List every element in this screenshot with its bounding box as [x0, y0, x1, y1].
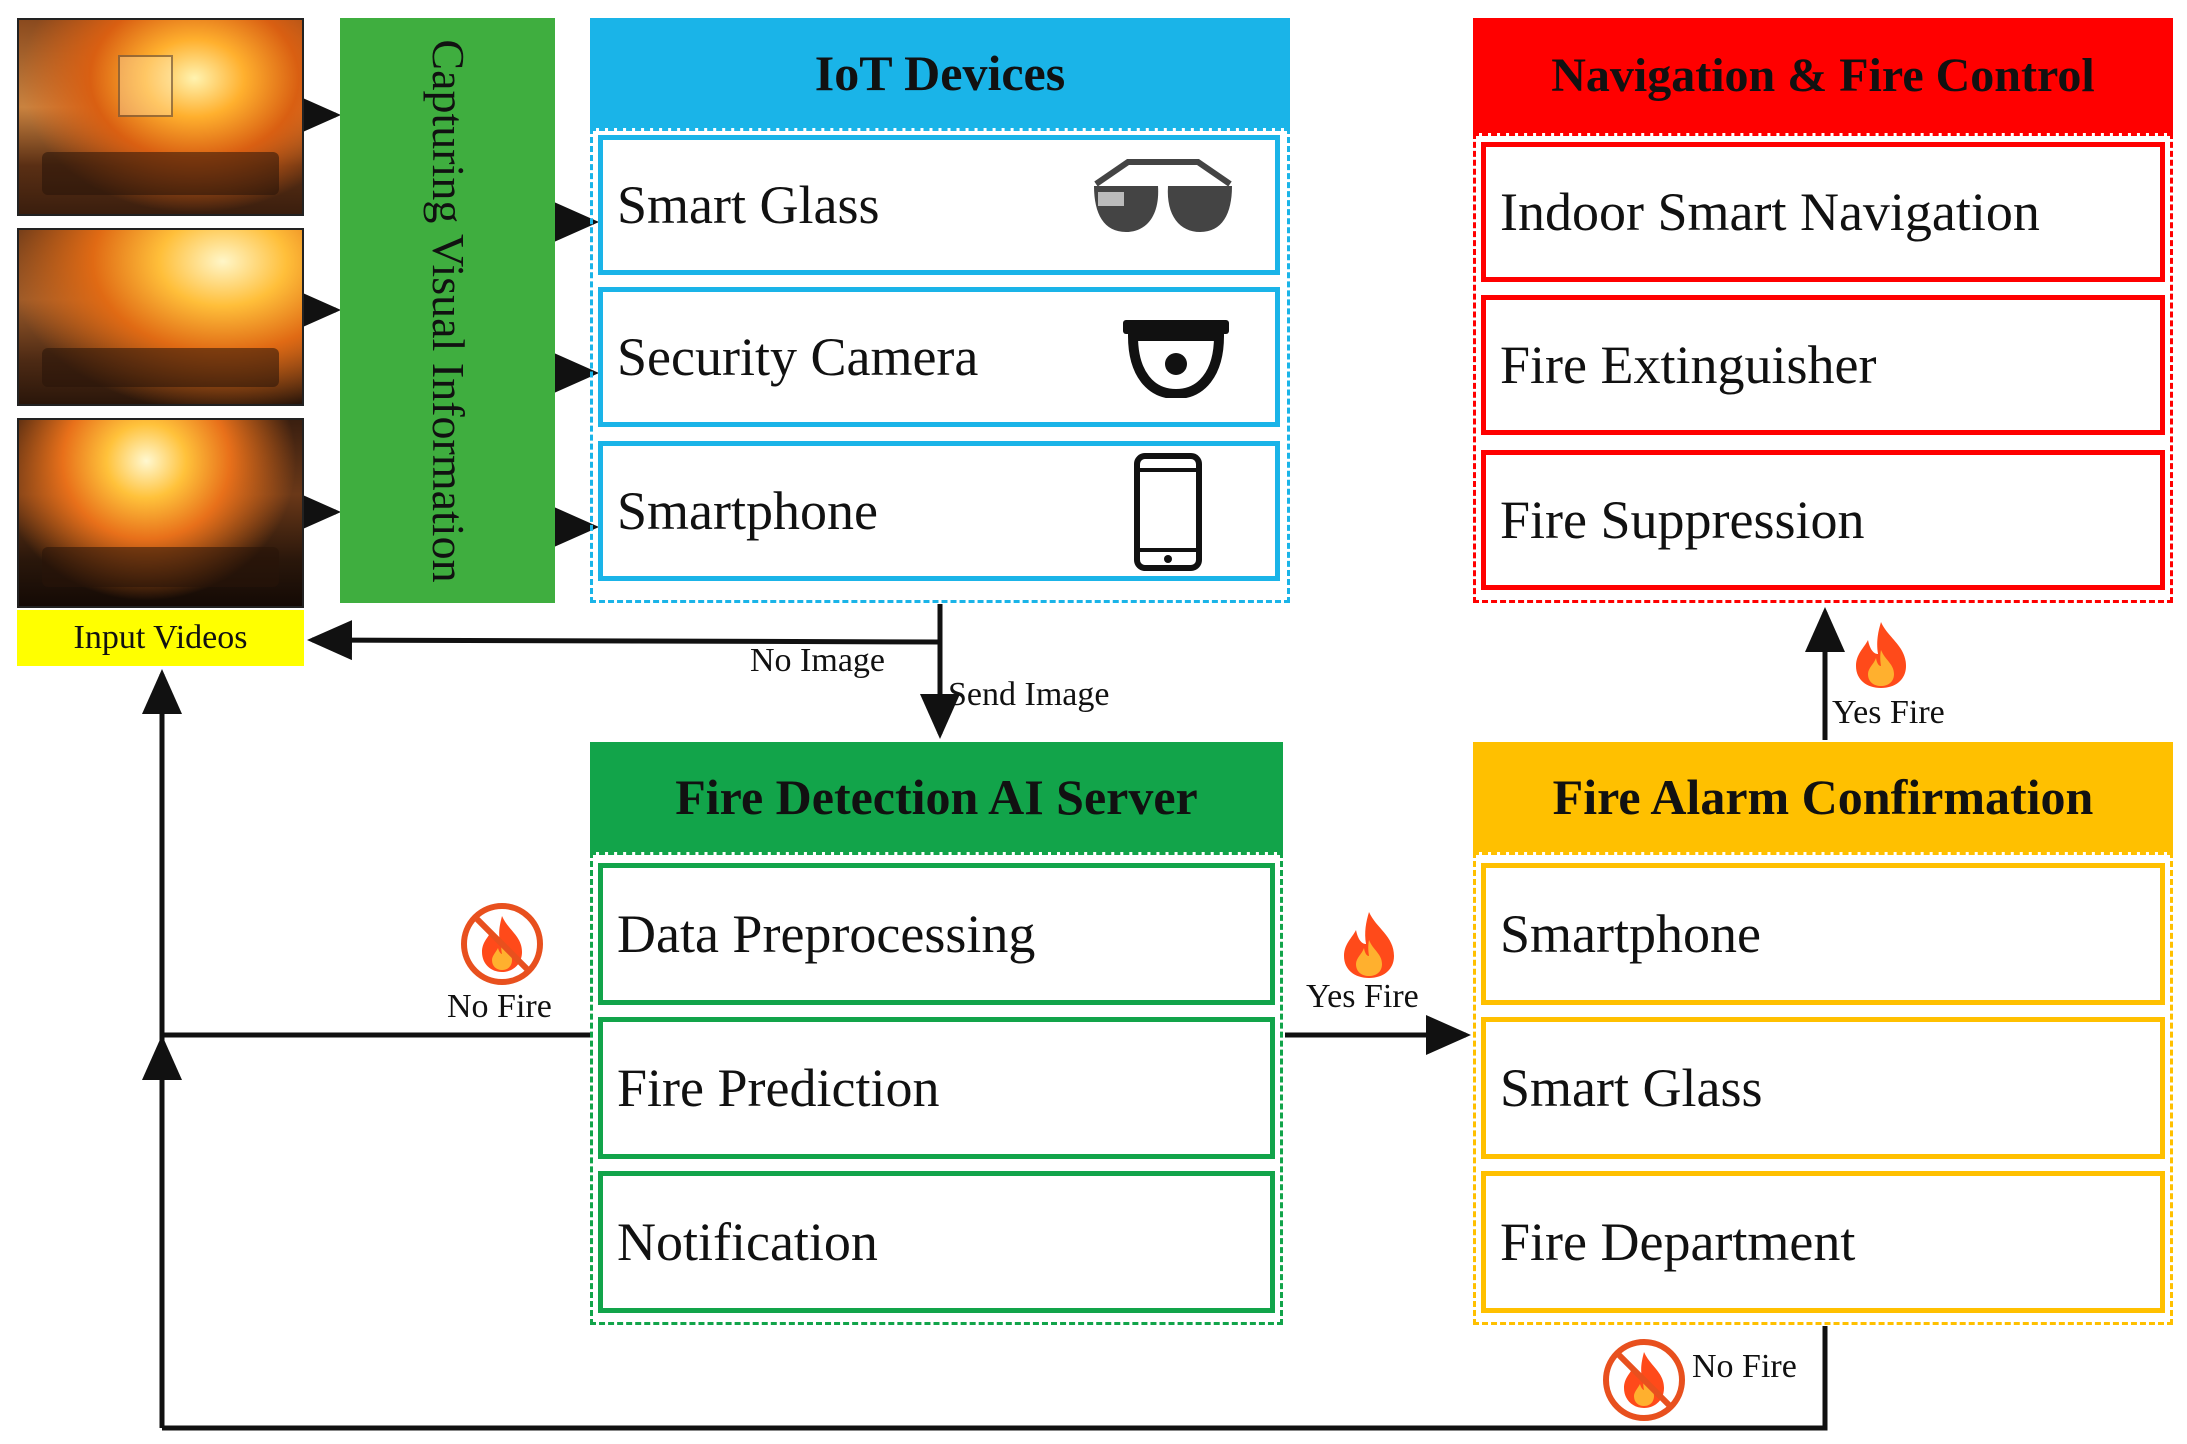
alarm-item-smartphone: Smartphone — [1481, 863, 2165, 1005]
arrow-no-image — [307, 620, 941, 661]
alarm-item-label: Smartphone — [1500, 904, 1761, 964]
server-item-label: Fire Prediction — [617, 1058, 940, 1118]
navigation-fire-control-header: Navigation & Fire Control — [1473, 18, 2173, 133]
no-fire-icon — [1603, 1339, 1685, 1421]
alarm-item-smart-glass: Smart Glass — [1481, 1017, 2165, 1159]
iot-item-security-camera: Security Camera — [598, 287, 1280, 427]
iot-item-label: Smartphone — [617, 481, 878, 541]
server-item-label: Notification — [617, 1212, 878, 1272]
smart-glass-icon — [1094, 159, 1232, 232]
alarm-item-label: Smart Glass — [1500, 1058, 1763, 1118]
flow-label-send-image: Send Image — [948, 676, 1110, 713]
alarm-item-fire-department: Fire Department — [1481, 1171, 2165, 1313]
nav-item-label: Fire Suppression — [1500, 490, 1865, 550]
nav-item-fire-suppression: Fire Suppression — [1481, 450, 2165, 590]
navigation-fire-control-group — [1473, 133, 2173, 603]
input-photo-room-fire — [17, 418, 304, 608]
capturing-visual-information-bar: Capturing Visual Information — [340, 18, 555, 603]
fire-alarm-confirmation-group — [1473, 852, 2173, 1325]
iot-item-smart-glass: Smart Glass — [598, 135, 1280, 275]
smartphone-icon — [1134, 453, 1202, 571]
flow-label-alarm-no-fire: No Fire — [1692, 1348, 1797, 1385]
flow-label-server-no-fire: No Fire — [447, 988, 552, 1025]
iot-devices-group — [590, 128, 1290, 603]
fire-icon — [1856, 622, 1906, 688]
no-fire-icon — [461, 903, 543, 985]
nav-item-label: Indoor Smart Navigation — [1500, 182, 2040, 242]
nav-item-label: Fire Extinguisher — [1500, 335, 1877, 395]
server-item-data-preprocessing: Data Preprocessing — [598, 863, 1275, 1005]
flow-label-alarm-yes-fire: Yes Fire — [1832, 694, 1945, 731]
nav-item-indoor-smart-navigation: Indoor Smart Navigation — [1481, 142, 2165, 282]
fire-detection-ai-server-group — [590, 852, 1283, 1325]
server-item-label: Data Preprocessing — [617, 904, 1036, 964]
flow-label-no-image: No Image — [750, 642, 886, 679]
input-photo-living-room-fire — [17, 18, 304, 216]
fire-icon — [1344, 912, 1394, 978]
flow-label-server-yes-fire: Yes Fire — [1306, 978, 1419, 1015]
alarm-item-label: Fire Department — [1500, 1212, 1856, 1272]
input-photo-kitchen-fire — [17, 228, 304, 406]
iot-item-smartphone: Smartphone — [598, 441, 1280, 581]
nav-item-fire-extinguisher: Fire Extinguisher — [1481, 295, 2165, 435]
iot-item-label: Smart Glass — [617, 175, 880, 235]
security-camera-icon — [1123, 320, 1229, 398]
iot-devices-header: IoT Devices — [590, 18, 1290, 128]
fire-detection-ai-server-header: Fire Detection AI Server — [590, 742, 1283, 852]
capturing-visual-information-label: Capturing Visual Information — [422, 38, 474, 583]
server-item-fire-prediction: Fire Prediction — [598, 1017, 1275, 1159]
input-videos-label: Input Videos — [17, 610, 304, 666]
line-alarm-no-fire — [162, 1326, 1828, 1431]
server-item-notification: Notification — [598, 1171, 1275, 1313]
fire-alarm-confirmation-header: Fire Alarm Confirmation — [1473, 742, 2173, 852]
iot-item-label: Security Camera — [617, 327, 979, 387]
